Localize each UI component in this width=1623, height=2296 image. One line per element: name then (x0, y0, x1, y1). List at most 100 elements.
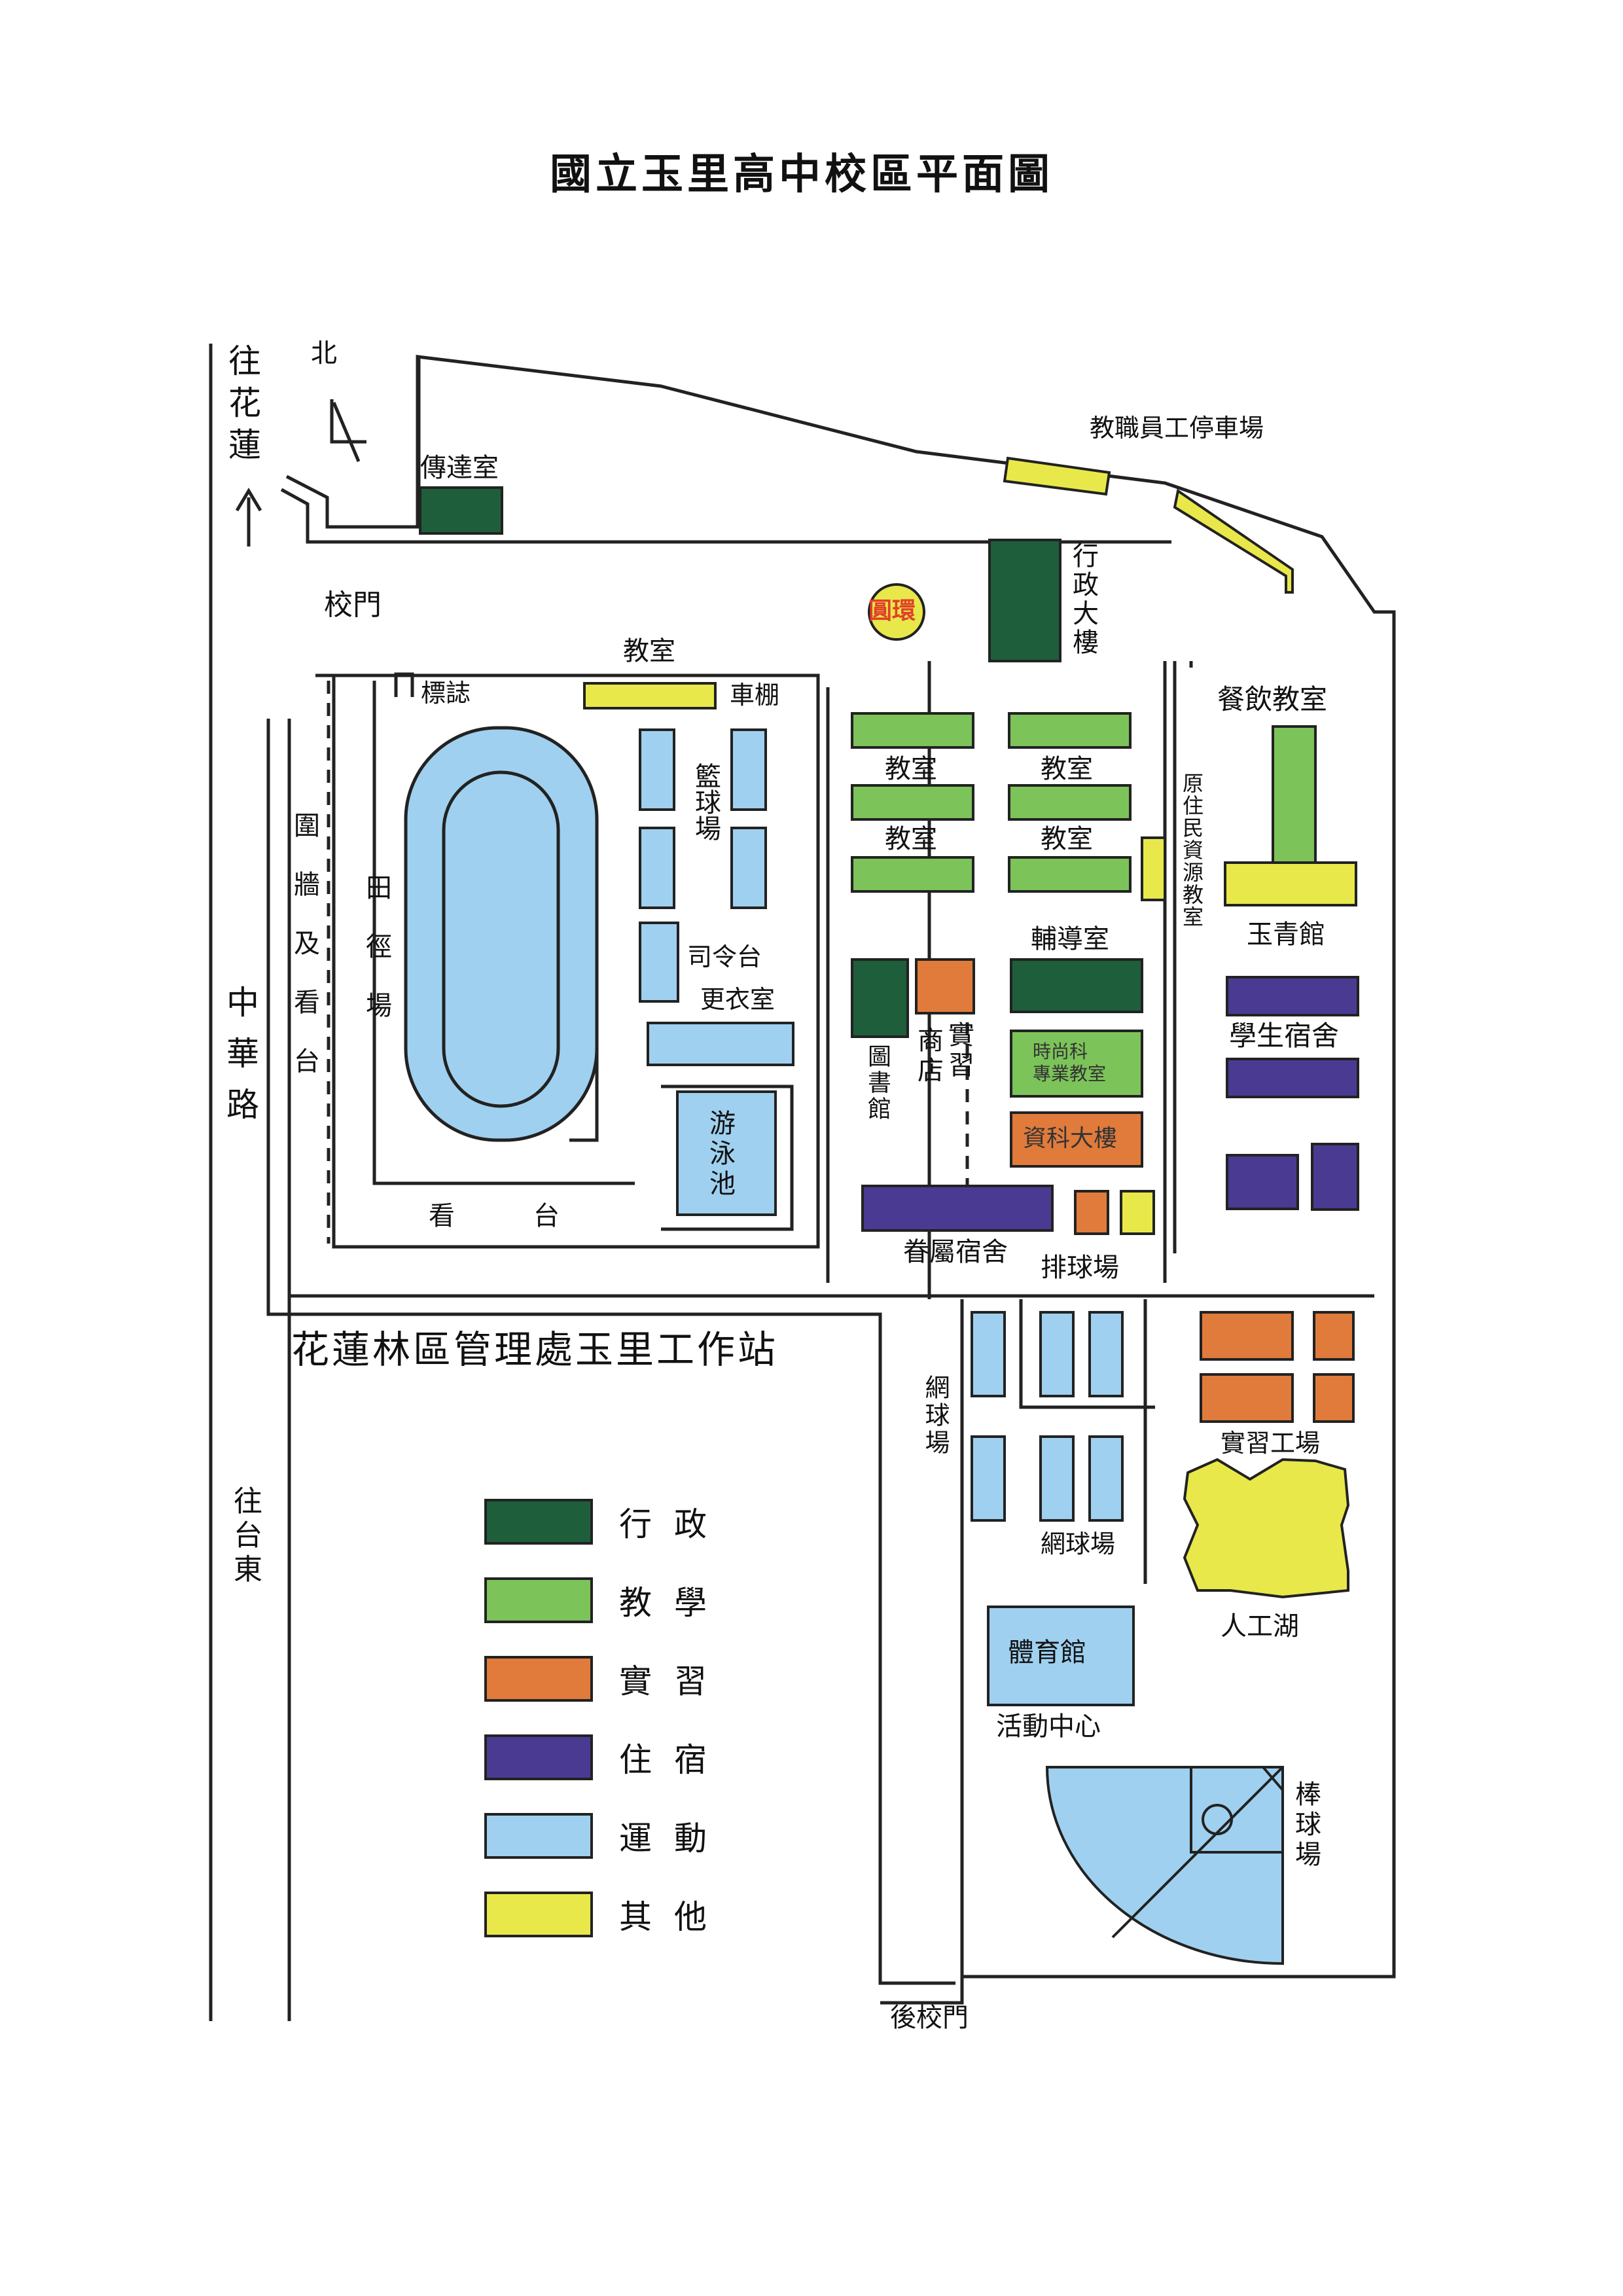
legend-label: 運動 (619, 1820, 729, 1857)
counseling-shape (1010, 958, 1143, 1013)
dorm-shape-3 (1226, 1154, 1299, 1210)
baseball-field-shape (1045, 1766, 1284, 1965)
tennis-court-6 (1088, 1435, 1124, 1522)
legend-swatch (484, 1499, 593, 1545)
locker-room-shape (647, 1022, 794, 1066)
label-roundabout: 圓環 (868, 597, 916, 624)
legend-item-housing: 住宿 (484, 1734, 729, 1780)
tennis-court-5 (1039, 1435, 1075, 1522)
label-compass-north: 北 (311, 338, 337, 368)
legend-swatch (484, 1734, 593, 1780)
label-locker-room: 更衣室 (700, 985, 776, 1014)
tennis-court-1 (971, 1311, 1006, 1397)
roundabout-shape (868, 583, 925, 641)
label-staff-housing: 眷屬宿舍 (903, 1237, 1008, 1267)
label-business-2: 實習 (944, 1021, 974, 1081)
label-forestry-station: 花蓮林區管理處玉里工作站 (291, 1327, 779, 1372)
workshop-shape-2 (1313, 1311, 1355, 1361)
label-dormitory: 學生宿舍 (1229, 1020, 1340, 1052)
label-back-gate: 後校門 (890, 2003, 969, 2033)
tennis-court-2 (1039, 1311, 1075, 1397)
staff-housing-shape (861, 1185, 1054, 1232)
legend-item-other: 其他 (484, 1892, 729, 1937)
label-basketball: 籃球場 (690, 762, 721, 841)
label-fashion-1: 時尚科 (1033, 1041, 1088, 1062)
label-guard-room: 傳達室 (420, 453, 499, 483)
emblem-marker (394, 672, 414, 697)
label-stand-bottom: 看台 (429, 1201, 638, 1231)
baseball-markings (1111, 1766, 1284, 1939)
road-gate (280, 488, 1171, 544)
wall-west (287, 719, 1374, 1298)
info-building-shape (1010, 1111, 1143, 1168)
label-artificial-lake: 人工湖 (1221, 1611, 1299, 1641)
track-compound (315, 673, 820, 1249)
label-classroom-1: 教室 (885, 754, 937, 784)
label-zhonghua-road: 中華路 (221, 985, 259, 1138)
practice-buildings (915, 958, 1355, 1423)
back-gate-road (880, 1977, 964, 2005)
legend-item-admin: 行政 (484, 1499, 729, 1545)
basketball-court-1 (639, 728, 675, 811)
track-straight (569, 851, 599, 1142)
tennis-divider (1019, 1299, 1155, 1409)
workshop-shape-3 (1200, 1373, 1294, 1423)
workshop-shape-4 (1313, 1373, 1355, 1423)
legend-label: 住宿 (619, 1741, 729, 1779)
legend-label: 其他 (619, 1898, 729, 1936)
label-classroom-3: 教室 (885, 824, 937, 854)
label-yuqing-hall: 玉青館 (1247, 920, 1325, 950)
practice-small-shape (1074, 1190, 1109, 1235)
legend-label: 實習 (619, 1662, 729, 1700)
classroom-block-b3 (1008, 856, 1132, 893)
classroom-block-a3 (851, 856, 974, 893)
label-counseling: 輔導室 (1031, 924, 1109, 954)
basketball-court-2 (730, 728, 767, 811)
legend-swatch (484, 1892, 593, 1937)
label-volleyball: 排球場 (1041, 1253, 1119, 1283)
track-inner-wall (372, 681, 635, 1185)
arrow-head (235, 488, 262, 512)
label-bike-shed: 車棚 (730, 681, 780, 709)
catering-room-shape (1272, 725, 1317, 870)
housing-buildings (861, 976, 1359, 1232)
label-workshop: 實習工場 (1221, 1429, 1321, 1458)
wall-southwest (266, 719, 955, 1985)
sports-facilities (639, 728, 1284, 1965)
label-business-1: 商店 (913, 1026, 943, 1086)
pool-shape (676, 1090, 777, 1216)
baseball-infield (1190, 1767, 1283, 1854)
label-podium: 司令台 (687, 942, 762, 971)
label-classroom-4: 教室 (1041, 824, 1093, 854)
gym-shape (987, 1605, 1135, 1706)
admin-buildings (419, 486, 1143, 1038)
classroom-block-a1 (851, 712, 974, 749)
label-pool: 游泳池 (705, 1109, 735, 1200)
admin-building-shape (988, 539, 1061, 662)
page-title: 國立玉里高中校區平面圖 (550, 150, 1054, 199)
label-staff-parking: 教職員工停車場 (1090, 414, 1264, 442)
label-library: 圖書館 (864, 1044, 891, 1122)
other-small-shape (1120, 1190, 1155, 1235)
running-track (404, 726, 599, 1142)
yuqing-hall-shape (1224, 861, 1357, 906)
legend-label: 行政 (619, 1505, 729, 1543)
baseball-line-1 (1111, 1766, 1284, 1939)
label-classroom-2: 教室 (1041, 754, 1093, 784)
label-track-field: 田徑場 (361, 874, 391, 1050)
parking-strip-2 (1173, 488, 1294, 594)
label-classroom-top: 教室 (623, 636, 675, 666)
legend-swatch (484, 1577, 593, 1623)
compass-arrow-2 (332, 402, 361, 462)
bike-shed-shape (583, 682, 717, 709)
compass-arrow-1 (330, 399, 366, 444)
classroom-block-a2 (851, 784, 974, 821)
label-school-gate: 校門 (324, 588, 382, 622)
legend-label: 教學 (619, 1584, 729, 1622)
business-practice-shape (915, 958, 975, 1014)
basketball-court-4 (730, 827, 767, 909)
label-gym: 體育館 (1008, 1638, 1086, 1668)
legend-swatch (484, 1656, 593, 1702)
label-info-building: 資科大樓 (1023, 1125, 1118, 1152)
library-shape (851, 958, 909, 1038)
